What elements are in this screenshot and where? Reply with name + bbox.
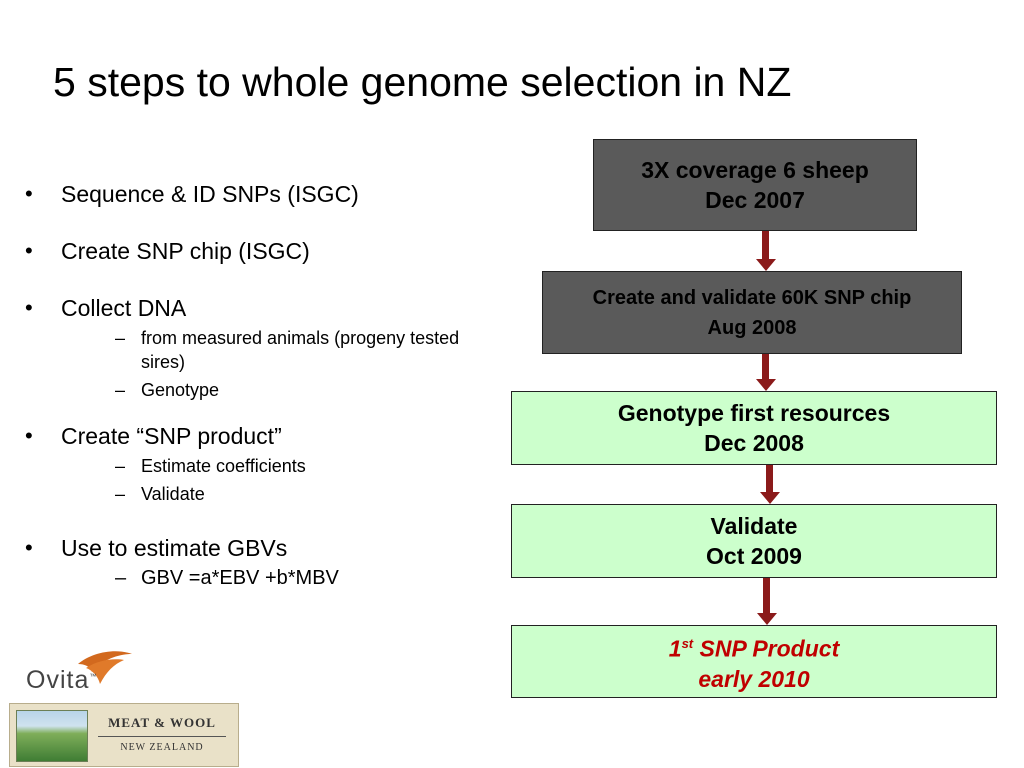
sub-bullet-item: – Validate [115, 482, 495, 506]
sub-bullet-marker: – [115, 328, 126, 348]
slide-title: 5 steps to whole genome selection in NZ [53, 59, 792, 105]
ordinal-suffix: st [681, 636, 694, 652]
bullet-item: • Create SNP chip (ISGC) [25, 229, 495, 273]
flow-arrow [756, 231, 776, 271]
ordinal-number: 1 [668, 635, 682, 662]
bullet-marker: • [25, 423, 33, 448]
flow-arrow [756, 354, 776, 391]
bullet-marker: • [25, 238, 33, 263]
sub-bullet-text: Genotype [141, 380, 220, 400]
bullet-text: Create “SNP product” [61, 423, 282, 449]
bullet-item: • Sequence & ID SNPs (ISGC) [25, 172, 495, 216]
flow-step-date: Oct 2009 [706, 543, 802, 569]
sub-bullet-item: – from measured animals (progeny tested … [115, 326, 495, 374]
flow-step-date: Aug 2008 [707, 316, 797, 339]
flow-step-title-rest: SNP Product [693, 635, 840, 662]
flow-step-title: 3X coverage 6 sheep [641, 157, 869, 183]
bullet-text: Use to estimate GBVs [61, 535, 288, 561]
sub-bullet-text: Estimate coefficients [141, 456, 306, 476]
flow-step-sequencing: 3X coverage 6 sheep Dec 2007 [593, 139, 917, 231]
bullet-text: Create SNP chip (ISGC) [61, 238, 310, 264]
bullet-text: Sequence & ID SNPs (ISGC) [61, 181, 359, 207]
logo-divider [98, 736, 226, 737]
bullet-marker: • [25, 535, 33, 560]
bullet-item: • Use to estimate GBVs [25, 526, 495, 570]
meat-wool-title: MEAT & WOOL [108, 715, 216, 730]
flow-step-validate: Validate Oct 2009 [511, 504, 997, 578]
sub-bullet-text: GBV =a*EBV +b*MBV [141, 567, 339, 589]
bullet-marker: • [25, 295, 33, 320]
sub-bullet-marker: – [115, 456, 126, 476]
bullet-text: Collect DNA [61, 295, 187, 321]
sub-bullet-item: – Estimate coefficients [115, 454, 495, 478]
bullet-list: • Sequence & ID SNPs (ISGC) • Create SNP… [25, 172, 495, 598]
flow-step-date: early 2010 [698, 665, 810, 692]
flow-step-genotype: Genotype first resources Dec 2008 [511, 391, 997, 465]
flow-step-snp-product: 1st SNP Product early 2010 [511, 625, 997, 698]
flow-step-date: Dec 2008 [704, 430, 804, 456]
flow-step-title: Create and validate 60K SNP chip [592, 286, 912, 309]
flow-step-snp-chip: Create and validate 60K SNP chip Aug 200… [542, 271, 962, 354]
meat-wool-subtitle: NEW ZEALAND [120, 742, 204, 753]
ovita-swoosh-icon [78, 651, 132, 684]
sub-bullet-marker: – [115, 484, 126, 504]
ovita-logo: Ovita™ [26, 650, 136, 698]
bullet-marker: • [25, 181, 33, 206]
sub-bullet-marker: – [115, 380, 126, 400]
flow-arrow [757, 578, 777, 625]
bullet-item: • Collect DNA [25, 286, 495, 330]
ovita-wordmark: Ovita™ [26, 666, 98, 694]
landscape-image [16, 710, 88, 762]
flow-arrow [760, 465, 780, 504]
meat-wool-nz-logo: MEAT & WOOL NEW ZEALAND [9, 703, 239, 767]
bullet-item: • Create “SNP product” [25, 414, 495, 458]
flow-step-title: 1st SNP Product [669, 629, 839, 664]
sub-bullet-text: Validate [141, 484, 205, 504]
flow-step-title: Genotype first resources [617, 400, 891, 426]
sub-bullet-text: from measured animals (progeny tested si… [141, 328, 460, 372]
flow-step-title: Validate [710, 513, 798, 539]
flow-step-date: Dec 2007 [705, 187, 805, 213]
sub-bullet-marker: – [115, 567, 127, 589]
sub-bullet-item: – Genotype [115, 378, 495, 402]
sub-bullet-item: – GBV =a*EBV +b*MBV [115, 566, 495, 590]
